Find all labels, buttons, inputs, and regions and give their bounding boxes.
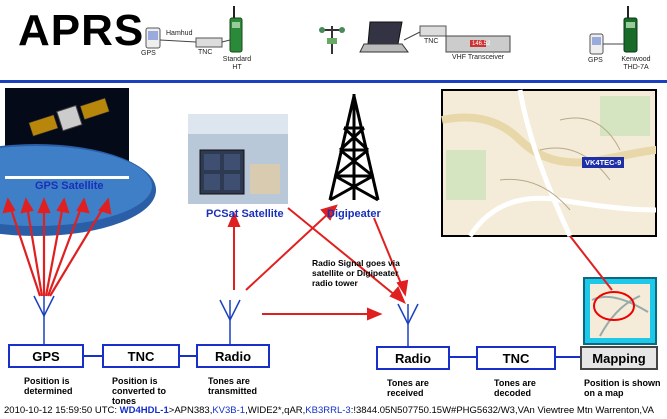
weather-station-icon bbox=[319, 26, 345, 54]
footer-path2: ,WIDE2*,qAR, bbox=[245, 405, 306, 416]
uplink-digipeater-arrow bbox=[245, 204, 338, 291]
header-ht-label: Standard HT bbox=[222, 56, 252, 71]
footer-rest: :!3844.05N507750.15W#PHG5632/W3,VAn View… bbox=[350, 405, 654, 416]
footer-hop2: KB3RRL-3 bbox=[305, 405, 351, 416]
digipeater-tower-icon bbox=[328, 94, 380, 202]
header-vhf-label: VHF Transceiver bbox=[452, 54, 505, 61]
tnc-icon-header-1 bbox=[159, 37, 223, 48]
gps-satellite-image bbox=[0, 88, 156, 236]
mapping-computer-icon bbox=[583, 277, 657, 345]
header-kenwood-label: Kenwood THD-7A bbox=[621, 56, 651, 71]
antenna-icon-radio2 bbox=[397, 303, 419, 346]
gps-device-icon-2 bbox=[589, 33, 604, 55]
pcsat-satellite-label: PCSat Satellite bbox=[206, 208, 284, 220]
kenwood-radio-icon bbox=[603, 6, 638, 53]
page-title: APRS bbox=[18, 6, 145, 55]
footer-timestamp: 2010-10-12 15:59:50 UTC: bbox=[4, 405, 118, 416]
direct-radio-arrow bbox=[262, 307, 383, 321]
laptop-icon bbox=[359, 21, 409, 53]
box-connectors bbox=[84, 355, 580, 358]
digipeater-label: Digipeater bbox=[327, 208, 381, 220]
downlink-digipeater-arrow bbox=[373, 217, 409, 297]
aprs-packet-footer: 2010-10-12 15:59:50 UTC: WD4HDL-1>APN383… bbox=[4, 405, 654, 416]
header-gps2-label: GPS bbox=[588, 57, 603, 64]
tnc-icon-header-2 bbox=[403, 25, 447, 41]
uplink-pcsat-arrow bbox=[227, 211, 241, 290]
vhf-display-readout: 146.52 bbox=[472, 41, 491, 47]
header-gps-label: GPS bbox=[141, 50, 156, 57]
tnc-transmit-description: Position is converted to tones bbox=[112, 376, 167, 406]
map-connector-arrow bbox=[569, 235, 613, 291]
header-divider bbox=[0, 80, 667, 83]
antenna-icon-radio1 bbox=[219, 299, 241, 344]
gps-device-icon bbox=[145, 27, 161, 49]
gps-box: GPS bbox=[8, 344, 84, 368]
gps-signal-arrows bbox=[2, 197, 112, 297]
tnc-box-transmit: TNC bbox=[102, 344, 180, 368]
tnc-box-receive: TNC bbox=[476, 346, 556, 370]
radio-box-receive: Radio bbox=[376, 346, 450, 370]
radio-box-transmit: Radio bbox=[196, 344, 270, 368]
header-tnc-label: TNC bbox=[198, 49, 213, 56]
vhf-transceiver-icon bbox=[445, 35, 511, 53]
street-map-image bbox=[441, 89, 657, 238]
mapping-description: Position is shown on a map bbox=[584, 378, 661, 398]
footer-callsign: WD4HDL-1 bbox=[119, 405, 169, 416]
gps-satellite-label: GPS Satellite bbox=[35, 180, 104, 192]
map-callsign-label: VK4TEC-9 bbox=[585, 158, 622, 167]
footer-hop1: KV3B-1 bbox=[212, 405, 246, 416]
footer-path1: >APN383, bbox=[168, 405, 213, 416]
tnc-receive-description: Tones are decoded bbox=[494, 378, 536, 398]
radio-receive-description: Tones are received bbox=[387, 378, 429, 398]
antenna-icon-gps bbox=[33, 295, 55, 344]
header-tnc2-label: TNC bbox=[424, 38, 439, 45]
mapping-box: Mapping bbox=[580, 346, 658, 370]
gps-description: Position is determined bbox=[24, 376, 73, 396]
pcsat-satellite-image bbox=[188, 114, 288, 204]
radio-transmit-description: Tones are transmitted bbox=[208, 376, 258, 396]
downlink-pcsat-arrow bbox=[287, 207, 406, 304]
header-hamhud-label: Hamhud bbox=[166, 30, 193, 37]
radio-signal-note: Radio Signal goes via satellite or Digip… bbox=[312, 258, 400, 288]
handheld-radio-icon bbox=[221, 6, 243, 53]
